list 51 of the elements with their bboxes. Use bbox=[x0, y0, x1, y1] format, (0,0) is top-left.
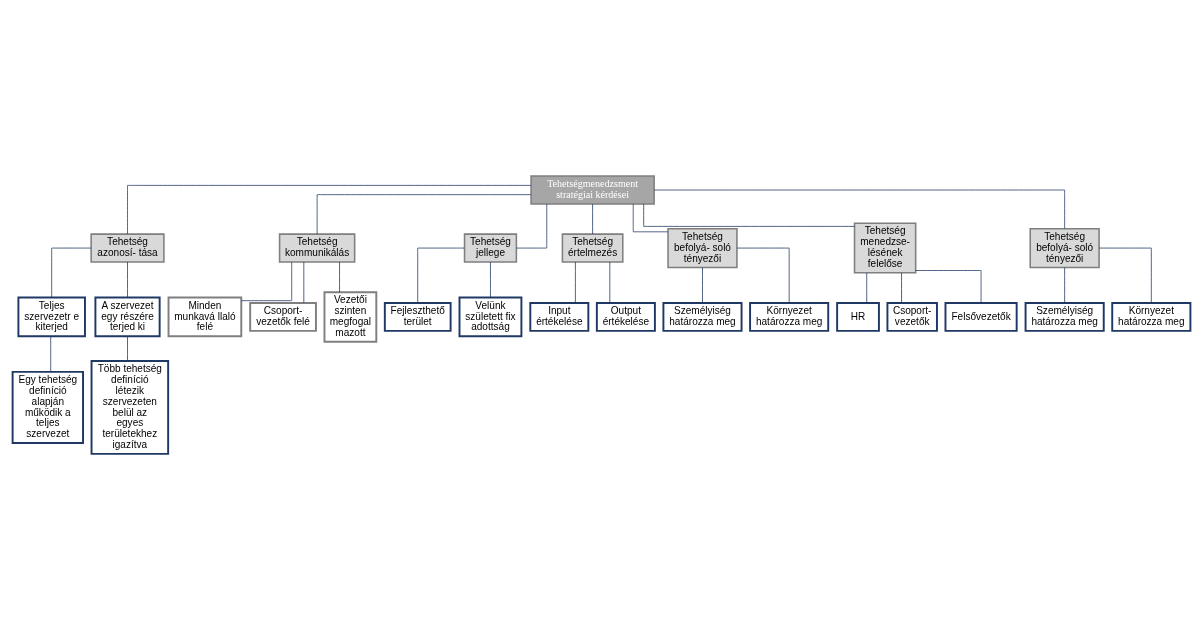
connector bbox=[1098, 247, 1152, 304]
node-box: Környezet határozza meg bbox=[1111, 302, 1192, 332]
node-box: Velünk született fix adottság bbox=[458, 296, 523, 338]
node-box: Tehetség értelmezés bbox=[561, 233, 624, 263]
connector bbox=[1064, 267, 1066, 304]
node-box: Környezet határozza meg bbox=[749, 302, 830, 332]
connector bbox=[702, 267, 703, 304]
node-box: Tehetség azonosí- tása bbox=[90, 233, 165, 263]
connector bbox=[609, 261, 611, 304]
connector bbox=[127, 185, 532, 235]
node-box: Fejleszthető terület bbox=[383, 302, 452, 332]
node-box: Személyiség határozza meg bbox=[662, 302, 743, 332]
connector bbox=[51, 247, 92, 298]
node-box: Csoport- vezetők felé bbox=[249, 302, 317, 332]
connector bbox=[127, 261, 128, 298]
node-box: Tehetség befolyá- soló tényezői bbox=[1029, 227, 1100, 269]
node-box: Egy tehetség definíció alapján működik a teljes szervezet bbox=[11, 370, 84, 445]
node-box: Tehetség jellege bbox=[463, 233, 518, 263]
connector bbox=[653, 189, 1066, 229]
node-box: Tehetség befolyá- soló tényezői bbox=[667, 227, 738, 269]
node-box: Teljes szervezetr e kiterjed bbox=[17, 296, 86, 338]
node-box: Csoport- vezetők bbox=[886, 302, 938, 332]
node-box: Tehetség kommunikálás bbox=[278, 233, 356, 263]
connector bbox=[316, 194, 532, 235]
connector bbox=[901, 272, 902, 304]
connector bbox=[866, 272, 868, 304]
node-box: A szervezet egy részére terjed ki bbox=[94, 296, 161, 338]
connector bbox=[127, 335, 128, 362]
node-box: Vezetői szinten megfogal mazott bbox=[323, 291, 378, 343]
connector bbox=[575, 261, 576, 304]
connector bbox=[592, 203, 593, 235]
connector bbox=[241, 261, 293, 302]
node-box: Output értékelése bbox=[595, 302, 656, 332]
node-box: Input értékelése bbox=[529, 302, 590, 332]
node-box: HR bbox=[836, 302, 880, 332]
connector bbox=[643, 203, 855, 227]
connector bbox=[50, 335, 52, 373]
connector bbox=[417, 247, 465, 304]
node-box: Személyiség határozza meg bbox=[1024, 302, 1105, 332]
node-box: Tehetség menedzse- lésének felelőse bbox=[853, 222, 917, 274]
node-box: Tehetségmenedzsment stratégiai kérdései bbox=[530, 175, 655, 205]
connector bbox=[736, 247, 790, 304]
connector bbox=[339, 261, 340, 293]
connector bbox=[915, 270, 982, 304]
node-box: Több tehetség definíció létezik szervezeten belül az egyes területekhez igazítva bbox=[90, 360, 170, 455]
connector bbox=[516, 203, 548, 249]
node-box: Minden munkavá llaló felé bbox=[167, 296, 243, 338]
connector bbox=[303, 261, 305, 304]
connector bbox=[490, 261, 491, 298]
connector bbox=[632, 203, 669, 233]
node-box: Felsővezetők bbox=[944, 302, 1018, 332]
